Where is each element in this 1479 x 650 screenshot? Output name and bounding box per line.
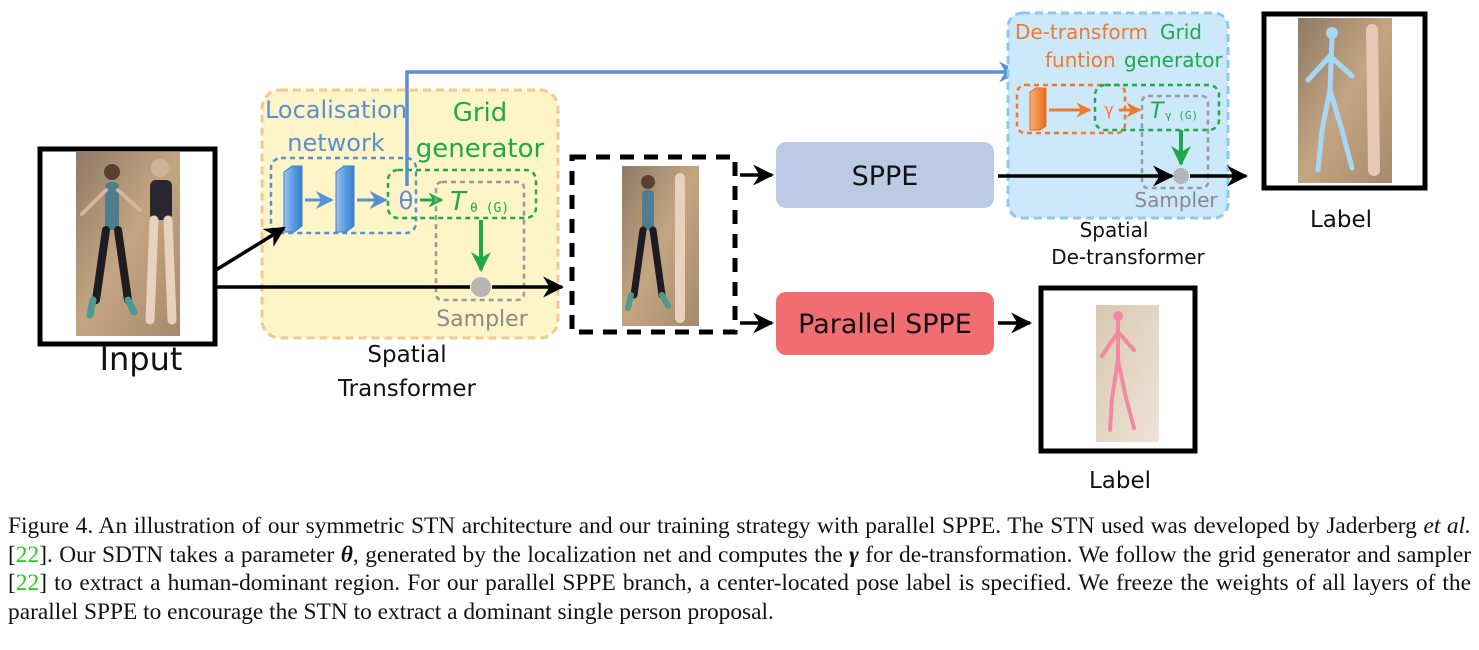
localisation-network-label-line1: Localisation (265, 96, 407, 124)
sampler-label-right: Sampler (1134, 188, 1218, 212)
caption-text-1: An illustration of our symmetric STN arc… (93, 513, 1424, 539)
et-al: et al. (1423, 513, 1471, 539)
parallel-sppe-label: Parallel SPPE (798, 309, 972, 340)
gamma-caption-symbol: γ (849, 541, 859, 568)
parallel-sppe-box (776, 292, 994, 355)
spatial-transformer-panel (260, 88, 560, 340)
citation-link[interactable]: 22 (15, 570, 40, 596)
spatial-transformer-label-line1: Spatial (367, 342, 446, 368)
sppe-label: SPPE (852, 161, 919, 192)
citation-link[interactable]: 22 (15, 541, 40, 568)
conv-layer-icon (335, 165, 355, 233)
arrow-theta-to-detransformer (405, 61, 1021, 186)
figure-caption: Figure 4. An illustration of our symmetr… (8, 512, 1471, 626)
t-gamma-subscript: γ (G) (1165, 109, 1198, 122)
theta-symbol: θ (399, 187, 414, 215)
sppe-label-image (1261, 11, 1428, 191)
input-label: Input (100, 340, 183, 378)
spatial-detransformer-label-line2: De-transformer (1051, 245, 1205, 269)
conv-layer-icon (283, 165, 303, 233)
label-top: Label (1310, 207, 1372, 233)
spatial-transformer-label-line2: Transformer (337, 376, 477, 402)
detransform-grid-generator-label-line1: Grid (1160, 20, 1202, 44)
grid-generator-label-line2: generator (416, 134, 545, 164)
sampler-label: Sampler (436, 307, 528, 332)
t-gamma-symbol: T (1150, 99, 1165, 124)
gamma-symbol: γ (1104, 100, 1113, 119)
cropped-proposal-frame (569, 154, 738, 335)
localisation-network-box (269, 156, 418, 235)
pose-skeleton-icon (1305, 35, 1355, 173)
sampler-node-right-icon (1173, 168, 1189, 184)
sampler-node-icon (471, 277, 491, 297)
stn-architecture-diagram: Input Localisation network Grid generato… (37, 11, 1428, 494)
figure-number: Figure 4. (8, 513, 94, 539)
localisation-network-label-line2: network (287, 129, 385, 157)
theta-caption-symbol: θ (340, 541, 353, 568)
t-theta-subscript: θ (G) (470, 201, 509, 216)
arrow-input-to-localisation (215, 226, 286, 272)
sppe-box (776, 142, 994, 208)
detransform-grid-generator-box (1093, 83, 1221, 132)
caption-text-6: ] to extract a human-dominant region. Fo… (8, 570, 1471, 625)
caption-text-2: [ (8, 541, 16, 568)
t-theta-symbol: T (450, 187, 468, 217)
detransform-function-label-line1: De-transform (1015, 20, 1148, 44)
sampler-box (434, 180, 526, 302)
sampler-box-right (1140, 94, 1210, 190)
cropped-proposal-image (622, 166, 699, 326)
label-bottom: Label (1089, 468, 1151, 494)
dancer-figure-icon (80, 159, 177, 325)
parallel-label-image (1038, 285, 1198, 454)
caption-text-5: for de-transformation. We follow the gri… (8, 541, 1471, 597)
pose-skeleton-icon (1100, 318, 1136, 432)
grid-generator-label-line1: Grid (453, 98, 508, 128)
detransform-grid-generator-label-line2: generator (1124, 48, 1224, 72)
spatial-detransformer-label-line1: Spatial (1080, 218, 1149, 242)
grid-generator-box (386, 168, 538, 220)
input-image (37, 146, 218, 347)
caption-text-3: ]. Our SDTN takes a parameter (39, 541, 341, 568)
caption-text-4: , generated by the localization net and … (352, 541, 850, 568)
detransform-layer-icon (1029, 87, 1047, 131)
detransform-function-label-line2: funtion (1045, 48, 1116, 72)
